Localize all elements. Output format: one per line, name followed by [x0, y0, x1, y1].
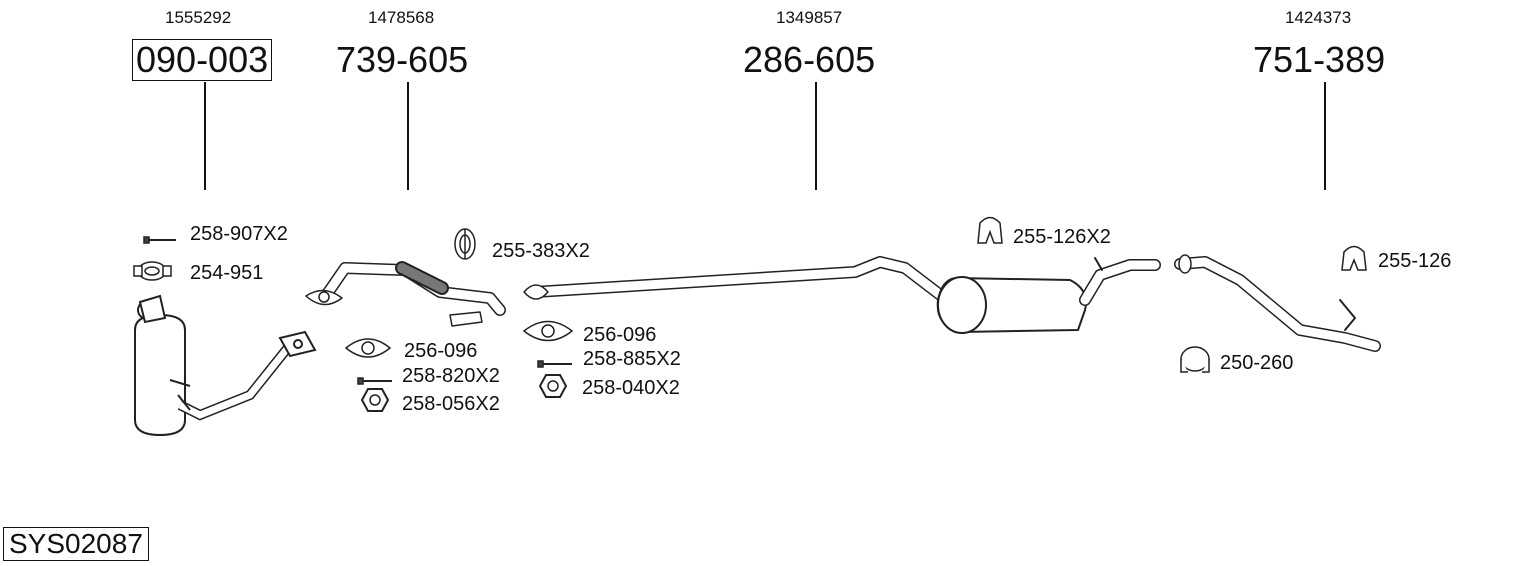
hanger-icon	[1341, 245, 1367, 271]
gasket-icon	[344, 338, 392, 358]
part-number-739-605[interactable]: 739-605	[336, 39, 469, 80]
bolt-icon	[357, 377, 392, 385]
ref-number-3: 1349857	[776, 8, 843, 27]
gasket-icon	[522, 320, 574, 342]
nut-icon	[360, 388, 390, 412]
part-number-286-605[interactable]: 286-605	[743, 39, 876, 80]
part-number-090-003[interactable]: 090-003	[132, 39, 273, 81]
front-pipe-assembly	[305, 261, 506, 327]
accessory-label[interactable]: 258-056X2	[402, 393, 500, 415]
accessory-label[interactable]: 256-096	[404, 340, 478, 362]
accessory-label[interactable]: 255-383X2	[492, 240, 590, 262]
clamp-icon	[133, 261, 172, 281]
hanger-icon	[977, 216, 1003, 244]
ref-number-2: 1478568	[368, 8, 435, 27]
dpf-catalyst-assembly	[134, 294, 317, 437]
accessory-label[interactable]: 250-260	[1220, 352, 1294, 374]
middle-silencer-assembly	[523, 256, 1161, 334]
accessory-label[interactable]: 256-096	[583, 324, 657, 346]
part-number-751-389[interactable]: 751-389	[1253, 39, 1386, 80]
bolt-icon	[143, 236, 176, 244]
accessory-label[interactable]: 258-885X2	[583, 348, 681, 370]
bolt-icon	[537, 360, 572, 368]
rubber-mount-icon	[454, 228, 476, 260]
ref-number-4: 1424373	[1285, 8, 1352, 27]
accessory-label[interactable]: 255-126X2	[1013, 226, 1111, 248]
rear-pipe-assembly	[1174, 254, 1381, 352]
system-code: SYS02087	[3, 527, 149, 561]
ref-number-1: 1555292	[165, 8, 232, 27]
nut-icon	[538, 374, 568, 398]
accessory-label[interactable]: 258-820X2	[402, 365, 500, 387]
accessory-label[interactable]: 258-040X2	[582, 377, 680, 399]
accessory-label[interactable]: 254-951	[190, 262, 264, 284]
clamp-icon	[1180, 346, 1210, 373]
accessory-label[interactable]: 258-907X2	[190, 223, 288, 245]
accessory-label[interactable]: 255-126	[1378, 250, 1452, 272]
